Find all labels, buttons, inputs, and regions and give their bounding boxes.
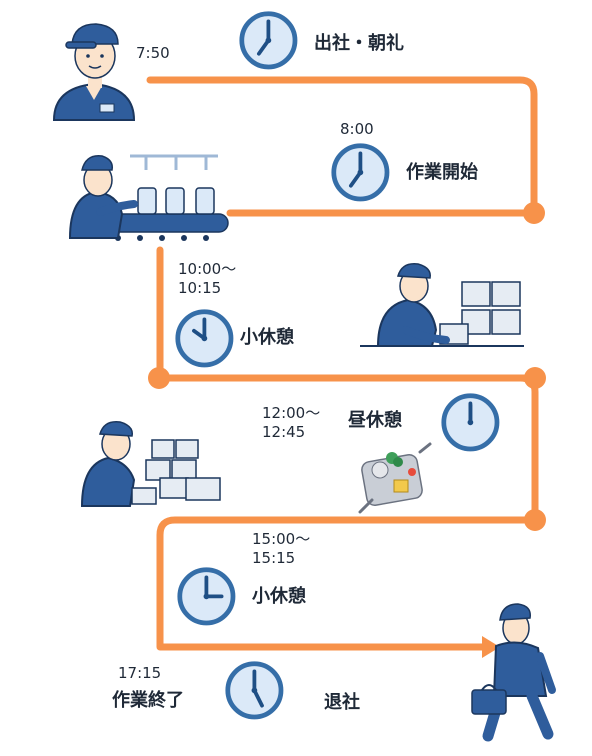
node-dot xyxy=(524,367,546,389)
time-label: 10:00～ 10:15 xyxy=(178,260,237,297)
lunch-tray-illustration xyxy=(358,442,432,514)
clock-icon xyxy=(178,312,231,365)
event-label: 出社・朝礼 xyxy=(314,33,404,54)
leave-label: 退社 xyxy=(324,692,360,713)
clock-icon xyxy=(242,14,295,67)
clock-icon xyxy=(334,146,387,199)
node-dot xyxy=(148,367,170,389)
time-label: 12:00～ 12:45 xyxy=(262,404,321,441)
time-label: 7:50 xyxy=(136,44,170,62)
time-label: 8:00 xyxy=(340,120,374,138)
event-label: 昼休憩 xyxy=(348,410,402,431)
event-label: 作業開始 xyxy=(406,162,478,183)
clock-icon xyxy=(180,570,233,623)
time-label: 17:15 xyxy=(118,664,162,682)
worker-leaving-illustration xyxy=(471,603,556,742)
node-dot xyxy=(524,509,546,531)
worker-conveyor-illustration xyxy=(68,154,229,241)
timeline-nodes xyxy=(148,202,546,531)
event-label: 小休憩 xyxy=(240,327,294,348)
worker-paperwork-illustration xyxy=(360,263,524,347)
clock-icon xyxy=(444,396,497,449)
clock-icon xyxy=(228,664,281,717)
node-dot xyxy=(523,202,545,224)
event-label: 作業終了 xyxy=(112,690,184,711)
worker-packing-illustration xyxy=(80,421,221,507)
event-label: 小休憩 xyxy=(252,586,306,607)
arrow-head-icon xyxy=(482,636,500,658)
worker-greeting-illustration xyxy=(52,23,136,121)
time-label: 15:00～ 15:15 xyxy=(252,530,311,567)
